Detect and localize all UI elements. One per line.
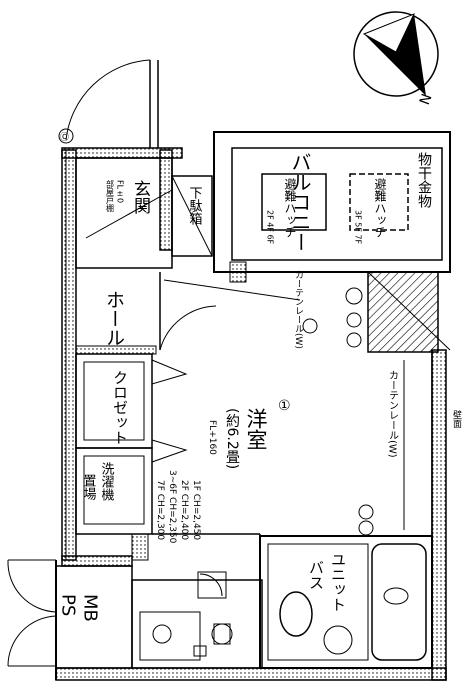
storage-box-label: 物干金物 [416,152,432,209]
storage-floors-label: 3F 5F 7F [354,210,363,245]
shoe-box [171,175,213,257]
balcony-floors-label: 2F 4F 6F [266,210,275,245]
outer-walls [55,147,447,681]
entrance-note-label: 部屋戸棚 [106,179,115,213]
ceiling-1f: 1F CH=2,450 [191,480,201,540]
balcony: バルコニー 避難ハッチ 2F 4F 6F 物干金物 避難ハッチ 3F 5F 7F [213,131,451,353]
ceiling-7f: 7F CH=2,300 [155,480,165,540]
washbasin-icon [152,624,172,644]
curtain-rail-main-label: カーテンレール(W) [387,370,399,458]
main-room-label: 洋室 [244,408,268,450]
ceiling-3-6f: 3~6F CH=2,350 [167,470,177,544]
unit-bath: ユニット バス [259,535,433,669]
storage-hatch-label: 避難ハッチ [373,178,387,238]
entrance-label: 玄関 [130,180,150,214]
laundry-area: 洗濯機 置場 [75,447,153,561]
entrance-level-label: FL±0 [116,180,125,203]
balcony-hatch-box [261,173,327,231]
compass-icon: N [353,11,439,107]
shoe-box-label: 下駄箱 [187,186,203,225]
outlet-icon [358,504,374,520]
side-note-label: 壁面 [451,409,462,429]
door-swing-icon [65,59,151,141]
hall: ホール [75,267,301,355]
hall-label: ホール [103,290,125,347]
entrance-area: 下駄箱 玄関 FL±0 部屋戸棚 Ⓒ [58,59,213,269]
toilet-icon [279,591,313,637]
unit-bath-label-1: ユニット [329,552,347,612]
mb-label: MB [80,594,101,622]
balcony-label: バルコニー [288,152,312,252]
main-room-size-label: (約6.2畳) [224,408,240,469]
main-room-level-label: FL+160 [207,420,217,455]
unit-bath-label-2: バス [307,560,325,590]
main-room: 洋室 (約6.2畳) FL+160 1F CH=2,450 2F CH=2,40… [152,270,462,580]
closet-label: クロゼット [111,370,129,445]
laundry-label-1: 洗濯機 [99,462,115,501]
grid-mark-1: ① [278,398,291,414]
curtain-rail-small-label: カーテンレール(W) [293,270,304,349]
mb-ps: MB PS [7,559,133,669]
ceiling-2f: 2F CH=2,400 [179,480,189,540]
closet: クロゼット [75,353,188,463]
grid-mark-c: Ⓒ [60,132,69,143]
ps-label: PS [58,594,79,616]
storage-hatch-box [349,173,409,231]
balcony-hatch-label: 避難ハッチ [283,178,297,238]
tv-outlet-icon [358,520,374,536]
laundry-label-2: 置場 [81,474,97,500]
kitchen-zone [131,571,263,669]
compass-north-label: N [417,92,436,107]
